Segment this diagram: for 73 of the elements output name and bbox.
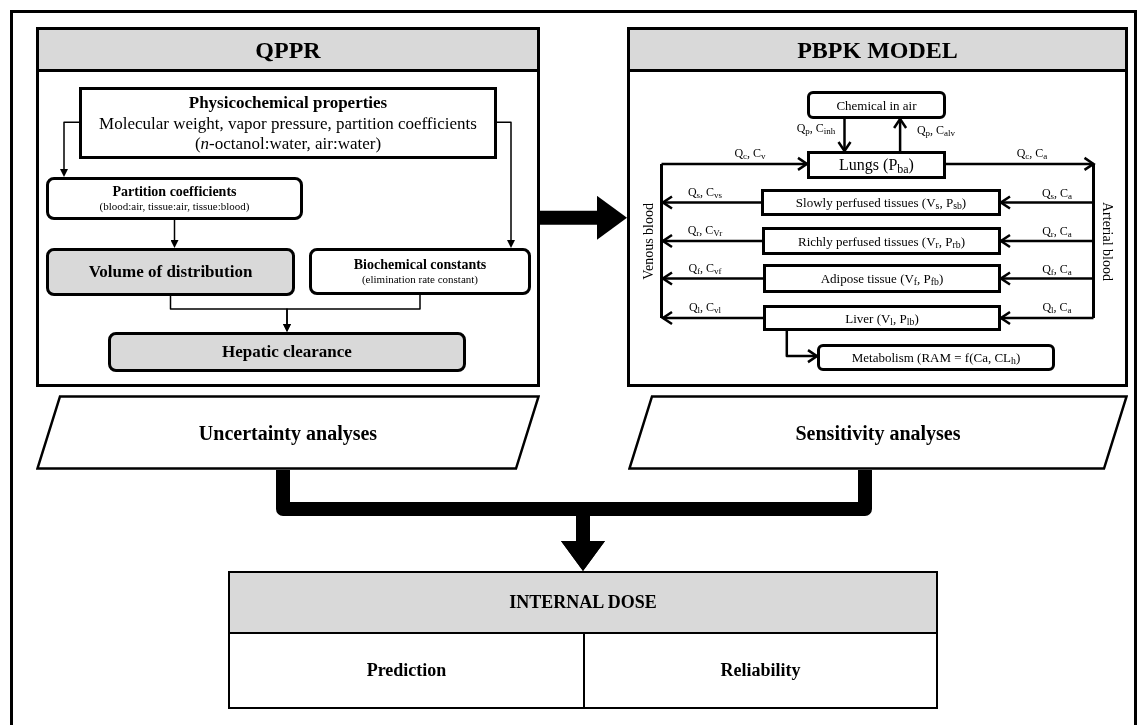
arrow bbox=[60, 121, 80, 177]
edge-label: Q$_{f}$, C$_{a}$ bbox=[1041, 263, 1073, 275]
vessel-label: Venous blood bbox=[639, 202, 657, 280]
compartment-box bbox=[763, 264, 1001, 293]
compartment-box bbox=[817, 344, 1055, 371]
arrow bbox=[999, 310, 1094, 326]
box-text: Molecular weight, vapor pressure, partition coefficients (n-octanol:water, air:water) bbox=[98, 113, 478, 154]
parallelogram-box bbox=[36, 395, 540, 470]
arrow bbox=[999, 271, 1094, 286]
arrow bbox=[561, 470, 872, 571]
arrow bbox=[999, 233, 1094, 249]
edge-label: Q$_{p}$, C$_{inh}$ bbox=[795, 122, 837, 134]
arrow bbox=[837, 119, 852, 153]
arrow bbox=[496, 121, 515, 248]
panel-title: QPPR bbox=[255, 35, 321, 65]
box-heading: Biochemical constants bbox=[353, 255, 487, 274]
table-cell bbox=[230, 632, 585, 707]
process-box bbox=[46, 177, 303, 220]
table-title: INTERNAL DOSE bbox=[509, 591, 657, 614]
node-label: Liver (V$_{l}$, P$_{lb}$) bbox=[845, 311, 919, 325]
edge-label: Q$_{r}$, C$_{Vr}$ bbox=[686, 224, 724, 236]
box-text: (elimination rate constant) bbox=[361, 273, 479, 288]
box-heading: Physicochemical properties bbox=[188, 92, 388, 114]
result-table bbox=[228, 571, 938, 709]
edge-label: Q$_{r}$, C$_{a}$ bbox=[1041, 225, 1073, 237]
box-heading: Volume of distribution bbox=[88, 261, 253, 283]
edge-label: Q$_{s}$, C$_{a}$ bbox=[1040, 187, 1074, 199]
node-label: Lungs (P$_{ba}$) bbox=[839, 157, 914, 173]
box-text: (blood:air, tissue:air, tissue:blood) bbox=[99, 200, 250, 215]
arrow bbox=[170, 219, 179, 248]
arrow bbox=[661, 195, 761, 210]
arrow bbox=[785, 331, 819, 364]
arrow bbox=[540, 195, 627, 240]
node-label: Chemical in air bbox=[836, 98, 917, 112]
cell-text: Prediction bbox=[366, 659, 447, 682]
edge-label: Q$_{p}$, C$_{alv}$ bbox=[915, 124, 957, 136]
process-box bbox=[309, 248, 531, 295]
compartment-box bbox=[762, 227, 1001, 255]
arrow bbox=[999, 195, 1094, 210]
node-label: Richly perfused tissues (V$_{r}$, P$_{rb}$) bbox=[798, 234, 965, 248]
panel-title: PBPK MODEL bbox=[797, 35, 958, 65]
process-box bbox=[108, 332, 466, 372]
edge-label: Q$_{c}$, C$_{v}$ bbox=[733, 147, 767, 159]
arrow bbox=[661, 271, 763, 286]
compartment-box bbox=[761, 189, 1001, 216]
arrow bbox=[661, 156, 809, 172]
edge-label: Q$_{f}$, C$_{vf}$ bbox=[687, 262, 723, 274]
arrow bbox=[661, 310, 763, 326]
process-box bbox=[46, 248, 295, 296]
process-box bbox=[79, 87, 497, 159]
edge-label: Q$_{c}$, C$_{a}$ bbox=[1015, 147, 1049, 159]
node-label: Metabolism (RAM = f(Ca, CL$_{h}$) bbox=[851, 351, 1021, 364]
model-panel bbox=[627, 27, 1128, 387]
edge-label: Q$_{s}$, C$_{vs}$ bbox=[686, 186, 724, 198]
arrow bbox=[283, 294, 421, 332]
compartment-box bbox=[807, 151, 946, 179]
node-label: Slowly perfused tissues (V$_{s}$, P$_{sb}$) bbox=[795, 196, 967, 209]
box-heading: Hepatic clearance bbox=[222, 341, 352, 363]
edge-label: Q$_{l}$, C$_{a}$ bbox=[1041, 301, 1073, 313]
node-label: Adipose tissue (V$_{f}$, P$_{fb}$) bbox=[820, 272, 944, 285]
arrow bbox=[661, 233, 762, 249]
box-heading: Partition coefficients bbox=[112, 182, 237, 201]
arrow bbox=[946, 156, 1095, 172]
arrow bbox=[892, 117, 908, 151]
model-panel bbox=[36, 27, 540, 387]
compartment-box bbox=[763, 305, 1001, 331]
cell-text: Reliability bbox=[720, 659, 801, 682]
analysis-label: Uncertainty analyses bbox=[198, 420, 378, 447]
parallelogram-box bbox=[628, 395, 1128, 470]
analysis-label: Sensitivity analyses bbox=[795, 420, 961, 447]
compartment-box bbox=[807, 91, 946, 119]
edge-label: Q$_{l}$, C$_{vl}$ bbox=[687, 301, 723, 313]
vessel-label: Arterial blood bbox=[1098, 201, 1116, 281]
